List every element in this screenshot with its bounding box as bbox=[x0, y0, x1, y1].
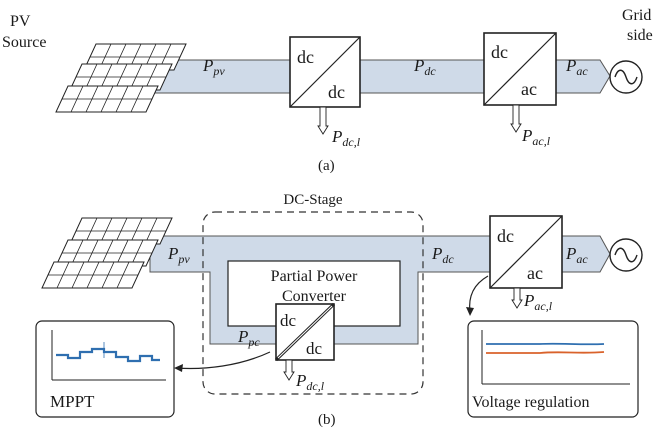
p-dcl-arrow-a bbox=[317, 106, 329, 135]
dcac-converter-b: dc ac bbox=[489, 215, 563, 289]
voltage-trace-bottom bbox=[486, 351, 605, 354]
svg-text:dc: dc bbox=[497, 226, 514, 246]
voltage-arrow-head bbox=[466, 307, 474, 316]
mppt-trace bbox=[56, 347, 160, 363]
p-dcl-arrow-b bbox=[283, 359, 295, 381]
ac-source-icon-b bbox=[609, 238, 643, 272]
p-acl-arrow-a bbox=[510, 104, 522, 133]
svg-text:dc: dc bbox=[280, 311, 297, 330]
ppc-label-2: Converter bbox=[282, 288, 347, 305]
mppt-arrow bbox=[175, 351, 271, 370]
mppt-label: MPPT bbox=[50, 392, 95, 411]
p-pv-label-a: Ppv bbox=[202, 56, 225, 78]
p-ac-label-b: Pac bbox=[565, 244, 588, 266]
dc-stage-label: DC-Stage bbox=[283, 192, 343, 208]
svg-text:ac: ac bbox=[527, 263, 543, 283]
dcac-converter-a: dc ac bbox=[483, 32, 557, 106]
voltage-trace-top bbox=[486, 342, 605, 346]
caption-b: (b) bbox=[318, 412, 336, 428]
dc-stage-box bbox=[202, 211, 424, 395]
ac-source-icon-a bbox=[609, 60, 643, 94]
svg-text:dc: dc bbox=[491, 42, 508, 62]
svg-text:dc: dc bbox=[297, 47, 314, 67]
voltage-regulation-panel: Voltage regulation bbox=[467, 320, 639, 418]
caption-a: (a) bbox=[318, 158, 335, 174]
mppt-arrow-head bbox=[174, 364, 183, 372]
dcdc-converter-b: dc dc bbox=[274, 302, 336, 362]
p-pv-label-b: Ppv bbox=[167, 244, 190, 266]
pv-source-label-1: PV bbox=[10, 13, 31, 30]
diagram-b: DC-Stage Partial Power Converter Ppv Ppc… bbox=[35, 192, 643, 428]
p-pc-label-b: Ppc bbox=[237, 327, 260, 349]
p-dc-label-b: Pdc bbox=[431, 244, 454, 266]
p-acl-arrow-b bbox=[511, 287, 523, 309]
mppt-panel: MPPT bbox=[35, 320, 175, 418]
p-ac-label-a: Pac bbox=[565, 56, 588, 78]
p-acl-label-a: Pac,l bbox=[521, 126, 551, 148]
voltage-arrow bbox=[469, 275, 489, 313]
pv-source-label-2: Source bbox=[2, 34, 46, 51]
grid-side-label-2: side bbox=[627, 27, 653, 44]
p-acl-label-b: Pac,l bbox=[523, 291, 553, 313]
pv-array-b bbox=[41, 217, 173, 289]
p-dcl-label-a: Pdc,l bbox=[331, 127, 361, 149]
svg-text:dc: dc bbox=[328, 82, 345, 102]
svg-text:ac: ac bbox=[521, 79, 537, 99]
dcdc-converter-a: dc dc bbox=[289, 36, 361, 108]
p-dcl-label-b: Pdc,l bbox=[295, 371, 325, 393]
svg-text:dc: dc bbox=[306, 339, 323, 358]
ppc-label-1: Partial Power bbox=[271, 268, 358, 285]
diagram-a: PV Source Grid side Ppv dc dc Pdc,l Pdc … bbox=[2, 7, 653, 174]
voltage-regulation-label: Voltage regulation bbox=[472, 394, 589, 411]
p-dc-label-a: Pdc bbox=[413, 56, 436, 78]
grid-side-label-1: Grid bbox=[622, 7, 651, 24]
